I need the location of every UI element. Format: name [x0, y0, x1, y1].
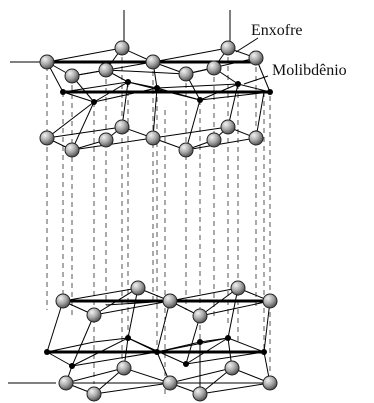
- axis-stubs: [8, 10, 231, 384]
- molybdenum-atoms-top: [60, 79, 273, 105]
- molybdenum-label-leader: [243, 75, 269, 85]
- vertical-dashed-lines: [46, 48, 271, 396]
- sulfur-atoms-lower-top-plane: [55, 280, 278, 324]
- sulfur-label-leader: [235, 37, 259, 53]
- sulfur-atoms-upper-lower-plane: [39, 119, 264, 158]
- lower-molybdenum-lattice-lines: [46, 287, 271, 394]
- sulfur-label: Enxofre: [251, 22, 303, 39]
- top-molybdenum-lattice-lines: [46, 57, 271, 151]
- molybdenum-atoms-bottom: [44, 335, 267, 369]
- sulfur-atoms-bottom-plane: [58, 360, 278, 402]
- molybdenum-label: Molibdênio: [272, 62, 347, 79]
- sulfur-atoms-top-plane: [39, 40, 264, 84]
